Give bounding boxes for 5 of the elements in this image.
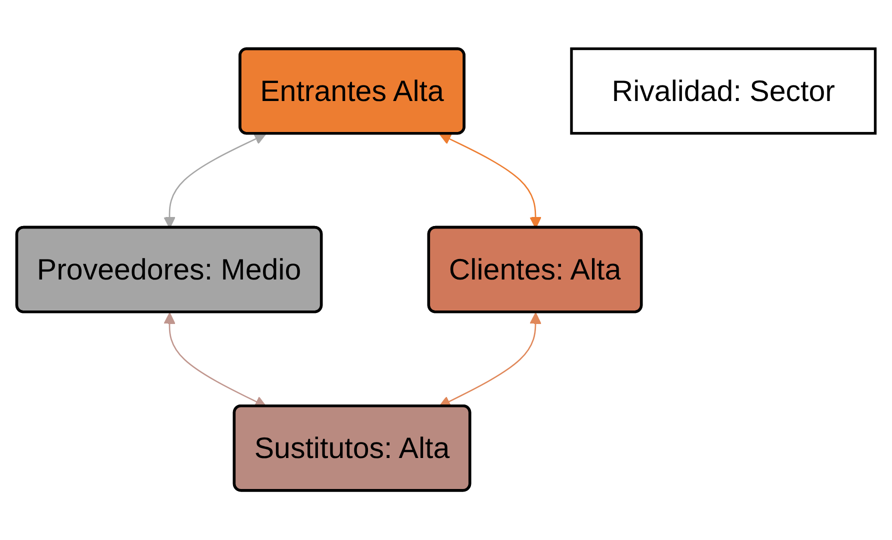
arrow: [438, 312, 542, 408]
node-box: [570, 48, 877, 136]
arrow: [164, 134, 266, 229]
diagram: Entrantes Alta Proveedores: Medio Rivalidad: Sector Clientes: Alta Sustitutos: Alta: [6, 38, 886, 502]
arrow: [439, 134, 542, 229]
